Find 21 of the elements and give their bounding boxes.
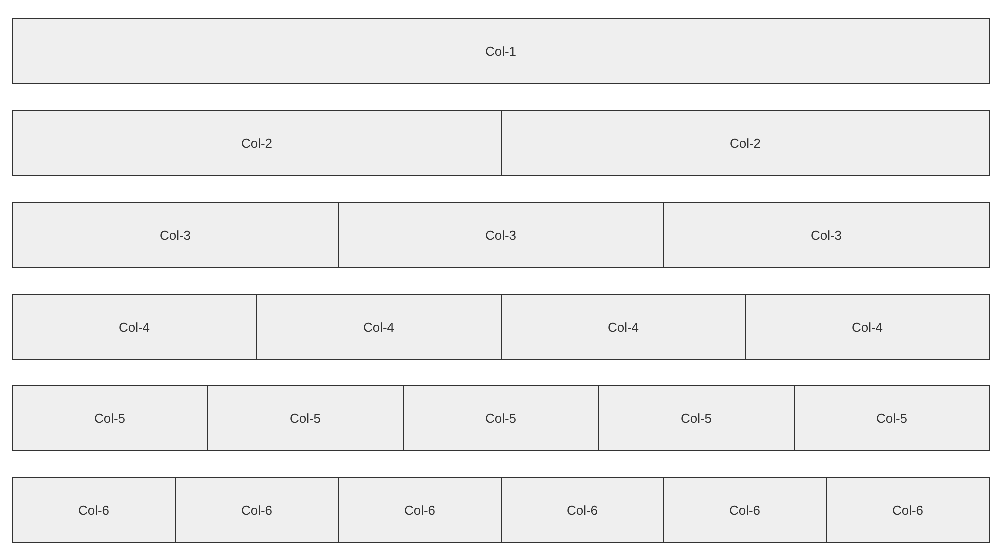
column-box: Col-4 <box>12 294 257 360</box>
column-box: Col-5 <box>794 385 990 451</box>
column-box: Col-4 <box>256 294 502 360</box>
column-box: Col-6 <box>501 477 664 543</box>
column-box: Col-6 <box>12 477 176 543</box>
column-box: Col-6 <box>175 477 339 543</box>
column-box: Col-6 <box>663 477 827 543</box>
column-box: Col-2 <box>12 110 502 176</box>
column-box: Col-6 <box>826 477 990 543</box>
column-box: Col-6 <box>338 477 502 543</box>
column-box: Col-4 <box>501 294 746 360</box>
column-box: Col-2 <box>501 110 990 176</box>
column-box: Col-3 <box>663 202 990 268</box>
column-box: Col-1 <box>12 18 990 84</box>
column-box: Col-5 <box>403 385 599 451</box>
column-box: Col-5 <box>598 385 795 451</box>
column-box: Col-5 <box>12 385 208 451</box>
column-box: Col-4 <box>745 294 990 360</box>
column-box: Col-3 <box>12 202 339 268</box>
column-box: Col-5 <box>207 385 404 451</box>
column-box: Col-3 <box>338 202 664 268</box>
